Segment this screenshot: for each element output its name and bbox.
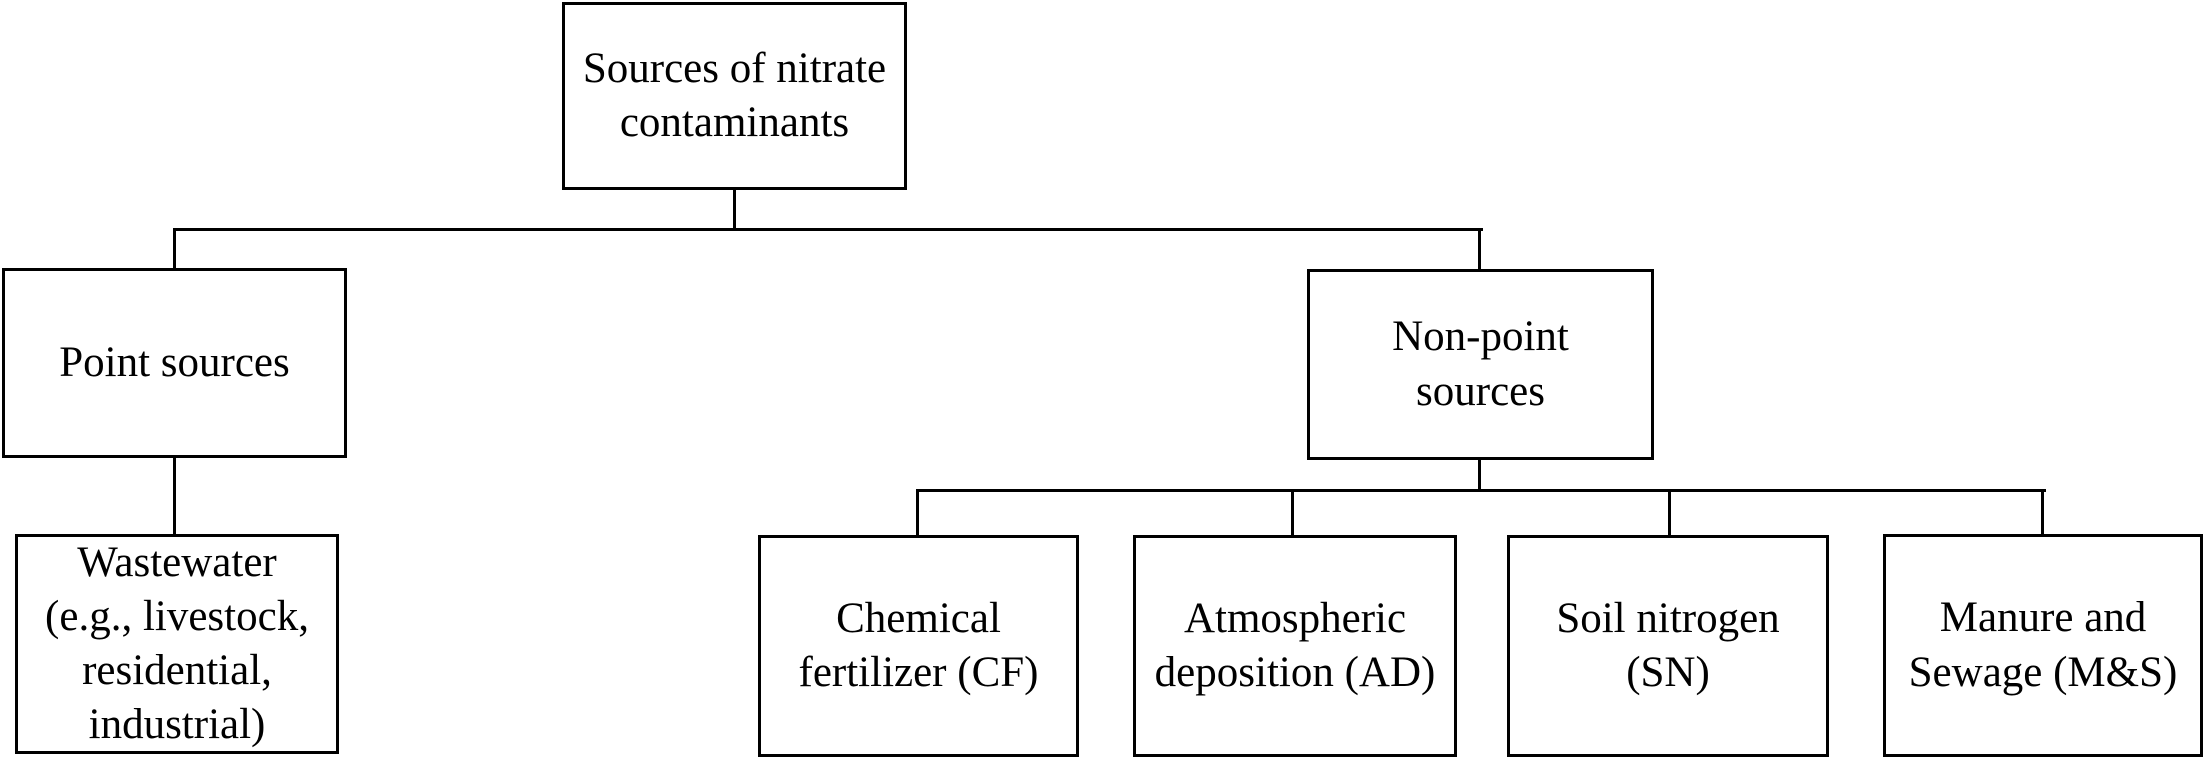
node-manure-and-sewage: Manure and Sewage (M&S) bbox=[1883, 534, 2203, 757]
label-line: Non-point bbox=[1392, 313, 1569, 361]
node-label: Manure and Sewage (M&S) bbox=[1909, 591, 2178, 699]
label-line: sources bbox=[1416, 367, 1545, 415]
label-line: contaminants bbox=[619, 99, 850, 146]
node-atmospheric-deposition: Atmospheric deposition (AD) bbox=[1133, 535, 1457, 757]
label-line: residential, bbox=[82, 647, 272, 694]
label-line: Soil nitrogen bbox=[1556, 594, 1780, 642]
connector-root-stub bbox=[733, 189, 736, 231]
connector-to-nonpoint-sources bbox=[1478, 228, 1481, 272]
node-label: Chemical fertilizer (CF) bbox=[799, 592, 1039, 700]
node-label: Soil nitrogen (SN) bbox=[1556, 592, 1779, 700]
connector-to-soil-nitrogen bbox=[1668, 489, 1671, 537]
label-line: Atmospheric bbox=[1183, 594, 1407, 642]
connector-to-point-sources bbox=[173, 228, 176, 271]
label-line: fertilizer (CF) bbox=[798, 649, 1039, 696]
node-label: Atmospheric deposition (AD) bbox=[1155, 592, 1436, 700]
label-line: (e.g., livestock, bbox=[45, 592, 309, 640]
connector-level2-rail bbox=[916, 489, 2046, 492]
label-line: industrial) bbox=[88, 701, 266, 749]
node-label: Point sources bbox=[59, 336, 290, 390]
connector-level1-rail bbox=[173, 228, 1483, 231]
label-line: (SN) bbox=[1626, 649, 1710, 696]
connector-to-atmospheric-deposition bbox=[1291, 489, 1294, 537]
node-chemical-fertilizer: Chemical fertilizer (CF) bbox=[758, 535, 1079, 757]
node-label: Sources of nitrate contaminants bbox=[583, 42, 886, 150]
node-sources-of-nitrate-contaminants: Sources of nitrate contaminants bbox=[562, 2, 907, 190]
node-label: Non-point sources bbox=[1392, 310, 1569, 418]
connector-to-manure-and-sewage bbox=[2041, 489, 2044, 536]
node-point-sources: Point sources bbox=[2, 268, 347, 458]
label-line: Sources of nitrate bbox=[582, 44, 887, 92]
connector-point-to-wastewater bbox=[173, 455, 176, 537]
node-label: Wastewater (e.g., livestock, residential… bbox=[45, 536, 309, 753]
connector-nonpoint-stub bbox=[1478, 458, 1481, 492]
node-wastewater: Wastewater (e.g., livestock, residential… bbox=[15, 534, 339, 754]
label-line: Manure and bbox=[1939, 594, 2147, 642]
label-line: Point sources bbox=[59, 338, 290, 386]
label-line: Chemical bbox=[836, 594, 1001, 642]
node-soil-nitrogen: Soil nitrogen (SN) bbox=[1507, 535, 1829, 757]
label-line: Wastewater bbox=[77, 538, 277, 586]
label-line: Sewage (M&S) bbox=[1908, 648, 2178, 696]
connector-to-chemical-fertilizer bbox=[916, 489, 919, 537]
label-line: deposition (AD) bbox=[1154, 649, 1436, 696]
node-nonpoint-sources: Non-point sources bbox=[1307, 269, 1654, 460]
